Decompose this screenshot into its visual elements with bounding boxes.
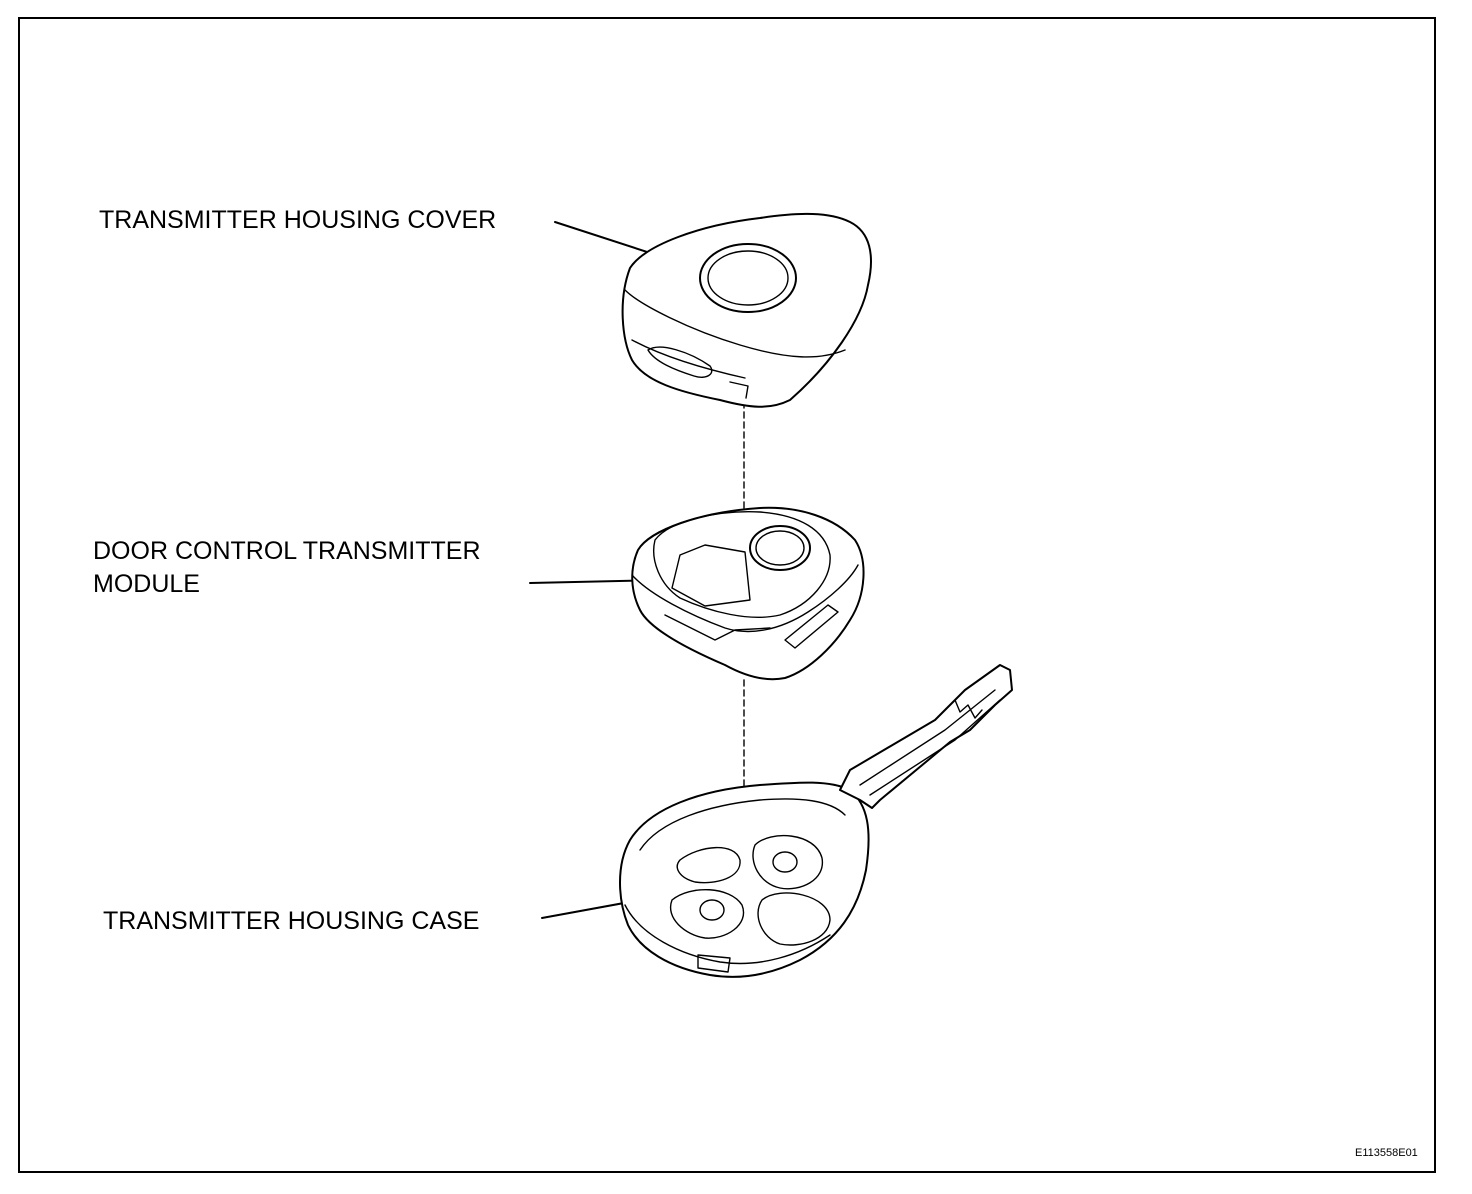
cover-label: TRANSMITTER HOUSING COVER — [99, 206, 497, 234]
diagram-frame — [18, 17, 1436, 1173]
case-label: TRANSMITTER HOUSING CASE — [103, 907, 480, 935]
door-control-transmitter-module — [631, 506, 865, 681]
transmitter-housing-cover — [621, 212, 872, 408]
module-label-line1: DOOR CONTROL TRANSMITTER — [93, 537, 481, 565]
figure-id: E113558E01 — [1355, 1147, 1418, 1159]
module-label-line2: MODULE — [93, 570, 200, 598]
transmitter-housing-case — [619, 664, 1013, 978]
